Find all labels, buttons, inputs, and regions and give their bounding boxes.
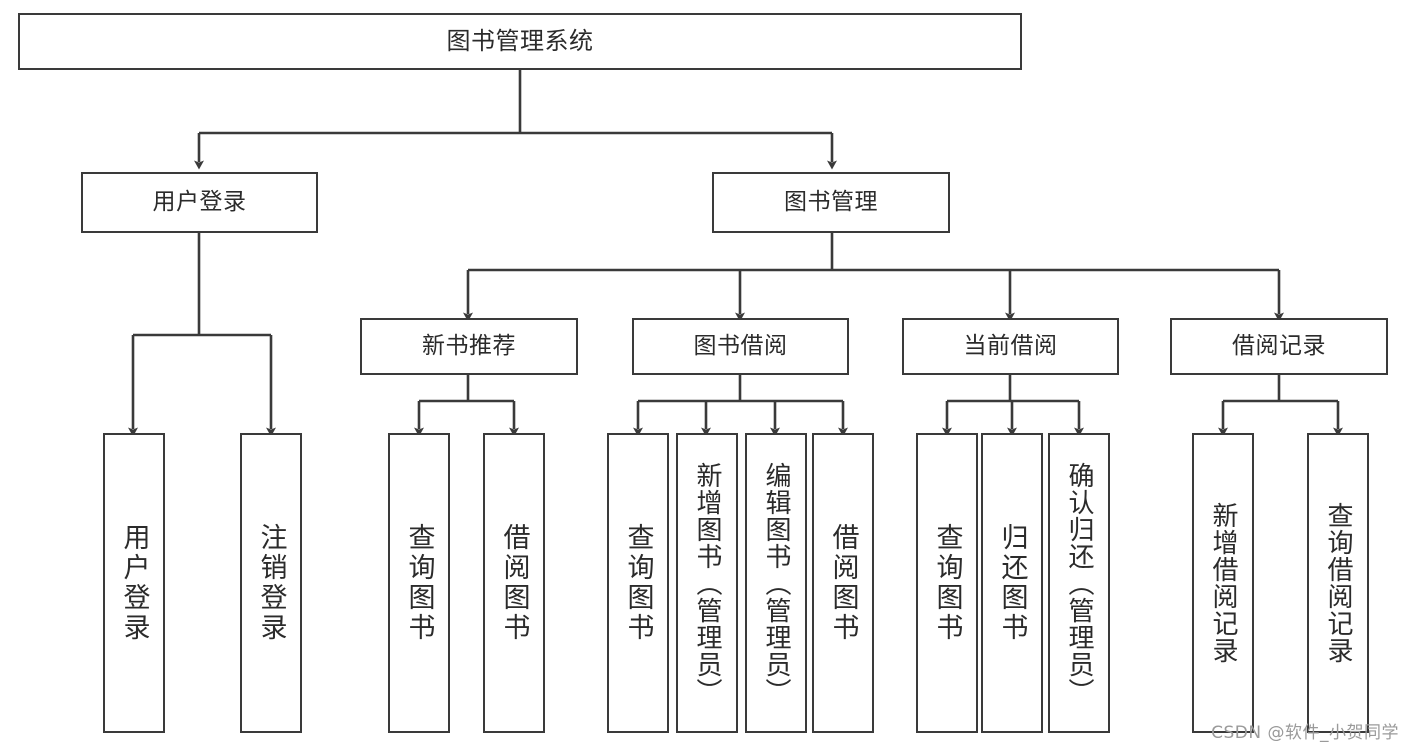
node-leaf-query-record[interactable]: 查询借阅记录 [1307,433,1369,733]
node-leaf-borrow-book-1-label: 借阅图书 [498,523,530,643]
node-user-login-label: 用户登录 [152,188,247,215]
node-leaf-borrow-book-2[interactable]: 借阅图书 [812,433,874,733]
node-book-manage[interactable]: 图书管理 [712,172,950,233]
node-leaf-add-book-label: 新增图书（管理员） [692,461,722,705]
node-borrow-record[interactable]: 借阅记录 [1170,318,1388,375]
node-leaf-borrow-book-2-label: 借阅图书 [827,523,859,643]
node-leaf-return-book-label: 归还图书 [996,523,1028,643]
node-leaf-query-book-3-label: 查询图书 [931,523,963,643]
node-borrow-record-label: 借阅记录 [1232,332,1326,359]
node-root[interactable]: 图书管理系统 [18,13,1022,70]
node-leaf-query-book-1[interactable]: 查询图书 [388,433,450,733]
node-current-borrow-label: 当前借阅 [963,332,1058,359]
node-book-borrow[interactable]: 图书借阅 [632,318,849,375]
node-root-label: 图书管理系统 [446,27,594,56]
node-leaf-user-login-label: 用户登录 [118,523,150,643]
node-leaf-add-record-label: 新增借阅记录 [1208,502,1238,664]
node-leaf-return-book[interactable]: 归还图书 [981,433,1043,733]
node-user-login[interactable]: 用户登录 [81,172,318,233]
node-leaf-logout[interactable]: 注销登录 [240,433,302,733]
node-leaf-query-book-1-label: 查询图书 [403,523,435,643]
node-leaf-user-login[interactable]: 用户登录 [103,433,165,733]
node-leaf-confirm-return-label: 确认归还（管理员） [1064,461,1094,705]
node-leaf-add-book[interactable]: 新增图书（管理员） [676,433,738,733]
node-leaf-borrow-book-1[interactable]: 借阅图书 [483,433,545,733]
node-leaf-logout-label: 注销登录 [255,523,287,643]
node-book-borrow-label: 图书借阅 [693,332,788,359]
node-new-book-recommend[interactable]: 新书推荐 [360,318,578,375]
node-new-book-recommend-label: 新书推荐 [422,332,516,359]
node-leaf-query-book-3[interactable]: 查询图书 [916,433,978,733]
node-book-manage-label: 图书管理 [784,188,878,215]
node-leaf-query-record-label: 查询借阅记录 [1323,502,1353,664]
node-leaf-query-book-2-label: 查询图书 [622,523,654,643]
node-leaf-edit-book-label: 编辑图书（管理员） [761,461,791,705]
node-leaf-query-book-2[interactable]: 查询图书 [607,433,669,733]
node-leaf-add-record[interactable]: 新增借阅记录 [1192,433,1254,733]
node-leaf-edit-book[interactable]: 编辑图书（管理员） [745,433,807,733]
node-leaf-confirm-return[interactable]: 确认归还（管理员） [1048,433,1110,733]
node-current-borrow[interactable]: 当前借阅 [902,318,1119,375]
